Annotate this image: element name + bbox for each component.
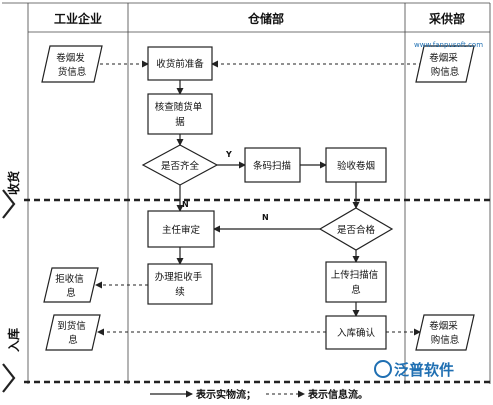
legend: 表示实物流； 表示信息流。 (150, 388, 368, 401)
node-reject-info-label: 拒收信 息 (55, 273, 87, 299)
node-ship-info (41, 45, 103, 83)
watermark-brand: 泛普软件 (394, 361, 454, 379)
edge-label-yes: Y (225, 150, 232, 159)
info-edges (95, 60, 422, 336)
node-confirm-label: 入库确认 (337, 327, 376, 339)
node-reject-info (43, 267, 99, 303)
node-purchase-info-top (415, 45, 475, 83)
node-check-docs (147, 93, 213, 135)
watermark-url: www.fanpusoft.com (414, 41, 483, 49)
lane-header-warehouse: 仓储部 (247, 11, 284, 26)
node-purchase-info-bottom (415, 314, 475, 351)
node-upload (325, 261, 387, 303)
node-barcode-label: 条码扫描 (253, 160, 292, 172)
edge-label-no: N (262, 213, 269, 222)
node-barcode (244, 147, 301, 183)
node-confirm (325, 315, 387, 350)
node-purchase-info-top-label: 卷烟采 购信息 (429, 52, 461, 78)
node-purchase-info-bottom-label: 卷烟采 购信息 (429, 320, 461, 346)
node-qualified-label: 是否合格 (337, 224, 376, 236)
node-complete (141, 144, 219, 186)
lane-header-enterprise: 工业企业 (54, 11, 102, 26)
phase-marker-storage (2, 363, 16, 393)
legend-info: 表示信息流。 (307, 388, 368, 401)
node-inspect-label: 验收卷烟 (337, 160, 375, 172)
node-ship-info-label: 卷烟发 货信息 (56, 52, 88, 78)
phase-label-storage: 入库 (6, 328, 21, 352)
node-check-docs-label: 核查随货单 据 (155, 101, 206, 128)
node-upload-label: 上传扫描信 息 (331, 269, 382, 296)
node-reject-proc (147, 263, 213, 305)
node-complete-label: 是否齐全 (161, 160, 200, 172)
lane-header-purchasing: 采供部 (428, 11, 465, 26)
legend-material: 表示实物流； (195, 388, 256, 401)
phase-marker-receive (2, 189, 16, 219)
node-prepare-label: 收货前准备 (156, 58, 204, 70)
node-review-label: 主任审定 (162, 224, 201, 236)
node-arrival-info-label: 到货信 息 (57, 320, 89, 346)
node-prepare (147, 46, 213, 81)
node-review (147, 210, 215, 248)
phase-label-receive: 收货 (6, 171, 21, 195)
edge-label-no-down: N (182, 200, 189, 209)
node-arrival-info (45, 314, 101, 351)
lane-grid (2, 2, 491, 384)
node-reject-proc-label: 办理拒收手 续 (155, 271, 206, 298)
node-qualified (318, 207, 394, 251)
brand-logo-icon (374, 360, 392, 378)
edges (176, 80, 360, 317)
watermark: 泛普软件 www.fanpusoft.com (374, 41, 483, 379)
node-inspect (325, 147, 387, 183)
